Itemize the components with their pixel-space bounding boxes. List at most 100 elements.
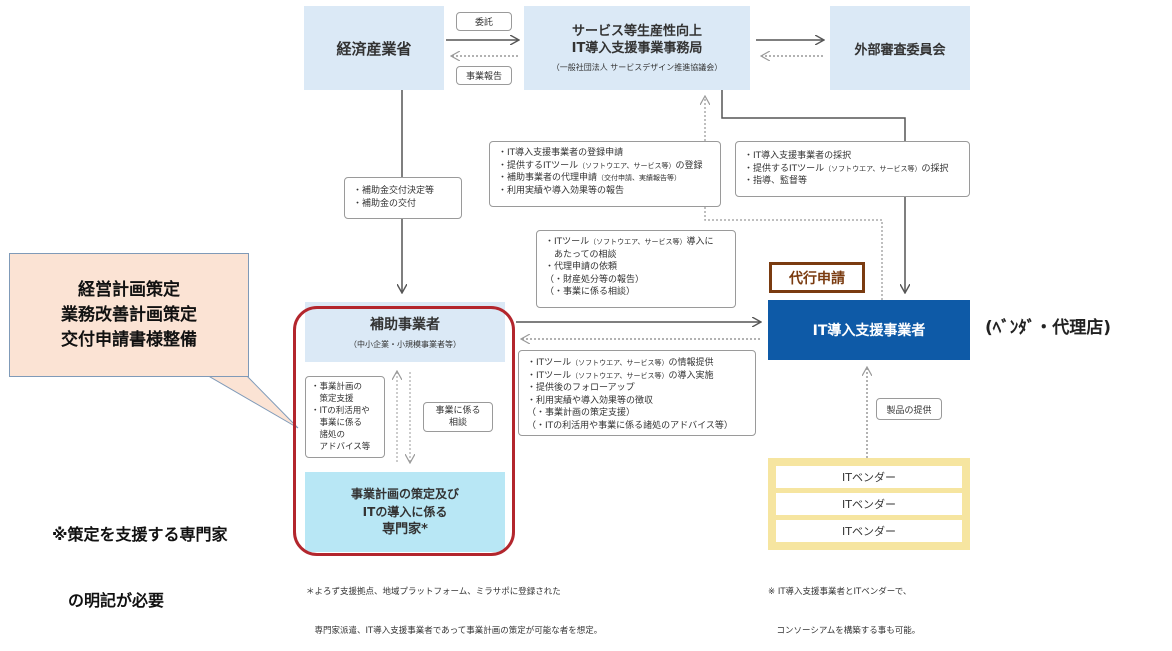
note-line-main: ・提供するITツール — [744, 163, 825, 174]
note-line-detail: （ソフトウエア、サービス等） — [578, 161, 676, 170]
note-line: ・指導、監督等 — [744, 175, 961, 188]
callout-box: 経営計画策定 業務改善計画策定 交付申請書様整備 — [9, 253, 249, 377]
subsidy-recipient-sub: （中小企業・小規模事業者等） — [349, 340, 461, 349]
consult-note: ・ITツール（ソフトウエア、サービス等）導入に あたっての相談・代理申請の依頼 （… — [536, 230, 736, 308]
note-line: ・IT導入支援事業者の採択 — [744, 150, 961, 163]
it-support-label: IT導入支援事業者 — [812, 323, 926, 339]
expert-support-line: アドバイス等 — [311, 442, 371, 452]
callout-pointer — [203, 373, 299, 429]
note-line: ・提供するITツール（ソフトウエア、サービス等）の採択 — [744, 163, 961, 176]
expert-support-line: ・事業計画の — [311, 382, 363, 392]
note-line-tail: の登録 — [675, 160, 703, 171]
note-line-tail: 導入に — [686, 237, 714, 247]
vendor-label: ITベンダー — [842, 525, 896, 538]
note-line-main: ・ITツール — [527, 370, 572, 381]
note-line-detail: （交付申請、実績報告等） — [597, 174, 682, 182]
expert-box: 事業計画の策定及び ITの導入に係る 専門家* — [305, 472, 505, 552]
note-line-main: （・事業計画の策定支援） — [527, 408, 636, 418]
vendor-agency-label: (ﾍﾞﾝﾀﾞ・代理店) — [985, 318, 1112, 338]
subsidy-note-line: ・補助金の交付 — [353, 198, 417, 209]
expert-support-line: ・ITの利活用や — [311, 406, 370, 416]
committee-box: 外部審査委員会 — [830, 6, 970, 90]
note-line-main: （・財産処分等の報告） — [545, 274, 645, 285]
consign-label: 委託 — [456, 12, 512, 31]
consult-label-line: 事業に係る — [435, 406, 481, 416]
product-label-text: 製品の提供 — [886, 405, 932, 416]
note-line-main: ・利用実績や導入効果等の報告 — [498, 185, 625, 196]
note-line: ・提供後のフォローアップ — [527, 382, 747, 395]
expert-requirement-note: ※策定を支援する専門家 の明記が必要 — [52, 480, 228, 634]
vendor-label: ITベンダー — [842, 471, 896, 484]
note-line-main: あたっての相談 — [545, 249, 617, 260]
note-line-main: ・提供するITツール — [498, 160, 579, 171]
secretariat-line2: IT導入支援事業事務局 — [571, 41, 703, 56]
expert-box-line: 事業計画の策定及び — [350, 487, 459, 501]
subsidy-note: ・補助金交付決定等 ・補助金の交付 — [344, 177, 462, 219]
vendor-group: ITベンダー ITベンダー ITベンダー — [768, 458, 970, 550]
callout-line: 交付申請書様整備 — [61, 329, 197, 350]
subsidy-note-line: ・補助金交付決定等 — [353, 186, 435, 196]
arrow-register — [705, 97, 883, 300]
expert-support-line: 諸処の — [311, 430, 346, 440]
proxy-application-label: 代行申請 — [769, 262, 865, 293]
product-provision-label: 製品の提供 — [876, 398, 942, 420]
note-line-main: ・ITツール — [545, 237, 590, 247]
provide-note: ・ITツール（ソフトウエア、サービス等）の情報提供・ITツール（ソフトウエア、サ… — [518, 350, 756, 436]
secretariat-box: サービス等生産性向上 IT導入支援事業事務局 （一般社団法人 サービスデザイン推… — [524, 6, 750, 90]
subsidy-recipient-text: 補助事業者 （中小企業・小規模事業者等） — [305, 308, 505, 356]
note-line-main: ・IT導入支援事業者の採択 — [744, 151, 852, 161]
vendor-item: ITベンダー — [776, 493, 962, 515]
note-line: ・ITツール（ソフトウエア、サービス等）の情報提供 — [527, 357, 747, 370]
note-line: ・補助事業者の代理申請（交付申請、実績報告等） — [498, 172, 712, 185]
note-line-main: ・ITツール — [527, 358, 572, 368]
note-line: （・財産処分等の報告） — [545, 274, 727, 287]
note-line-detail: （ソフトウエア、サービス等） — [571, 359, 669, 367]
expert-note-line: の明記が必要 — [52, 591, 165, 610]
note-line-main: ・提供後のフォローアップ — [527, 383, 635, 393]
expert-support-note: ・事業計画の 策定支援 ・ITの利活用や 事業に係る 諸処の アドバイス等 — [305, 376, 385, 458]
expert-support-line: 事業に係る — [311, 418, 363, 428]
arrow-adopt — [721, 90, 905, 292]
note-line-main: ・指導、監督等 — [744, 176, 808, 186]
note-line-main: （・事業に係る相談） — [545, 287, 636, 297]
note-line-main: ・代理申請の依頼 — [545, 262, 618, 272]
expert-support-line: 策定支援 — [311, 394, 354, 404]
note-line-main: ・補助事業者の代理申請 — [498, 173, 598, 183]
footnote-right-line: コンソーシアムを構築する事も可能。 — [768, 626, 921, 636]
meti-box: 経済産業省 — [304, 6, 444, 90]
note-line: ・利用実績や導入効果等の徴収 — [527, 395, 747, 408]
it-support-provider-box: IT導入支援事業者 — [768, 300, 970, 360]
subsidy-recipient-header — [305, 302, 505, 362]
secretariat-sub: （一般社団法人 サービスデザイン推進協議会） — [551, 63, 723, 72]
note-line-detail: （ソフトウエア、サービス等） — [589, 238, 687, 246]
meti-label: 経済産業省 — [336, 39, 412, 58]
vendor-item: ITベンダー — [776, 520, 962, 542]
note-line: ・IT導入支援事業者の登録申請 — [498, 147, 712, 160]
secretariat-line1: サービス等生産性向上 — [571, 24, 702, 39]
recipient-red-frame — [293, 306, 515, 556]
footnote-right-line: ※ IT導入支援事業者とITベンダーで、 — [768, 587, 912, 597]
footnote-left: ＊よろず支援拠点、地域プラットフォーム、ミラサポに登録された 専門家派遣、IT導… — [306, 560, 602, 651]
note-line: （・ITの利活用や事業に係る諸処のアドバイス等） — [527, 420, 747, 433]
callout-line: 業務改善計画策定 — [61, 304, 197, 325]
callout-line: 経営計画策定 — [78, 279, 180, 300]
expert-box-line: 専門家* — [382, 522, 428, 537]
note-line: ・ITツール（ソフトウエア、サービス等）の導入実施 — [527, 370, 747, 383]
consult-label-line: 相談 — [448, 418, 467, 428]
note-line: （・事業に係る相談） — [545, 286, 727, 299]
footnote-left-line: ＊よろず支援拠点、地域プラットフォーム、ミラサポに登録された — [306, 587, 561, 597]
report-text: 事業報告 — [465, 72, 502, 82]
note-line: （・事業計画の策定支援） — [527, 407, 747, 420]
note-line-main: ・IT導入支援事業者の登録申請 — [498, 148, 624, 158]
consign-text: 委託 — [474, 18, 493, 28]
note-line-tail: の導入実施 — [668, 370, 714, 381]
note-line: ・利用実績や導入効果等の報告 — [498, 185, 712, 198]
expert-box-line: ITの導入に係る — [362, 505, 448, 519]
note-line: あたっての相談 — [545, 249, 727, 262]
note-line: ・提供するITツール（ソフトウエア、サービス等）の登録 — [498, 160, 712, 173]
note-line-main: （・ITの利活用や事業に係る諸処のアドバイス等） — [527, 420, 733, 431]
adopt-note: ・IT導入支援事業者の採択・提供するITツール（ソフトウエア、サービス等）の採択… — [735, 141, 970, 197]
vendor-item: ITベンダー — [776, 466, 962, 488]
vendor-label: ITベンダー — [842, 498, 896, 511]
